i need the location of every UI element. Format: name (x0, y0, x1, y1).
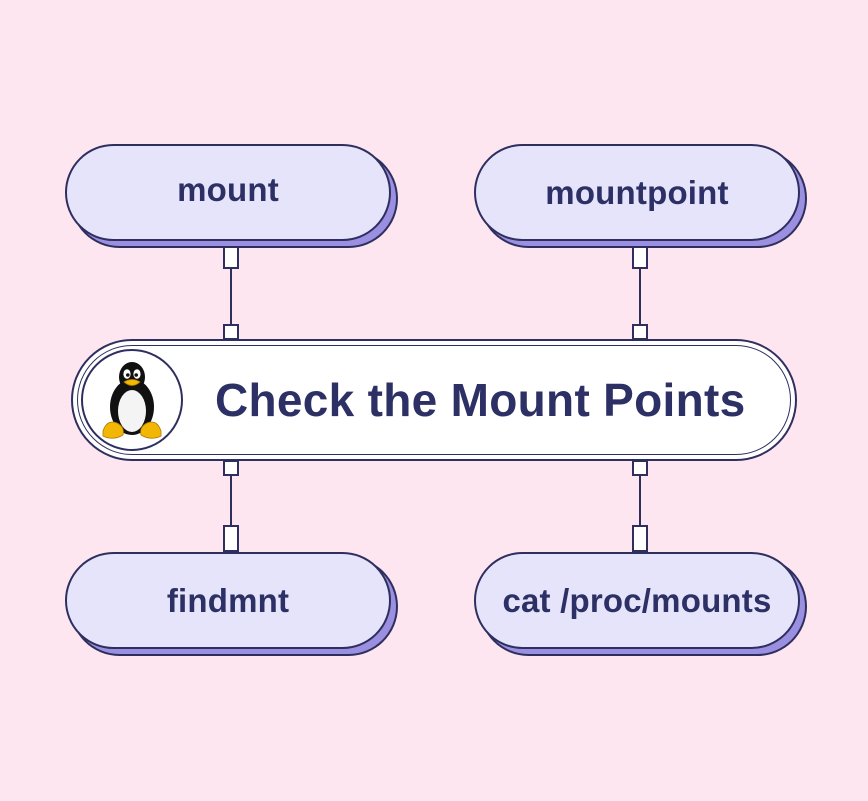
connector-port (632, 525, 648, 552)
node-mountpoint: mountpoint (474, 144, 800, 241)
connector-port (223, 525, 239, 552)
connector-port (223, 460, 239, 476)
node-cat-proc-mounts-label: cat /proc/mounts (502, 581, 772, 619)
connector-port (223, 324, 239, 340)
logo-badge (81, 349, 183, 451)
connector-port (632, 242, 648, 269)
node-mount-label: mount (177, 170, 279, 208)
central-topic-title: Check the Mount Points (215, 374, 746, 426)
node-mountpoint-label: mountpoint (545, 173, 729, 211)
node-cat-proc-mounts: cat /proc/mounts (474, 552, 800, 649)
node-mount: mount (65, 144, 391, 241)
node-findmnt: findmnt (65, 552, 391, 649)
node-findmnt-label: findmnt (166, 581, 290, 619)
central-topic-inner-border (77, 345, 791, 455)
connector-port (632, 324, 648, 340)
connector-port (223, 242, 239, 269)
central-topic-node: Check the Mount Points (71, 339, 797, 461)
connector-port (632, 460, 648, 476)
linux-tux-icon (102, 362, 162, 439)
